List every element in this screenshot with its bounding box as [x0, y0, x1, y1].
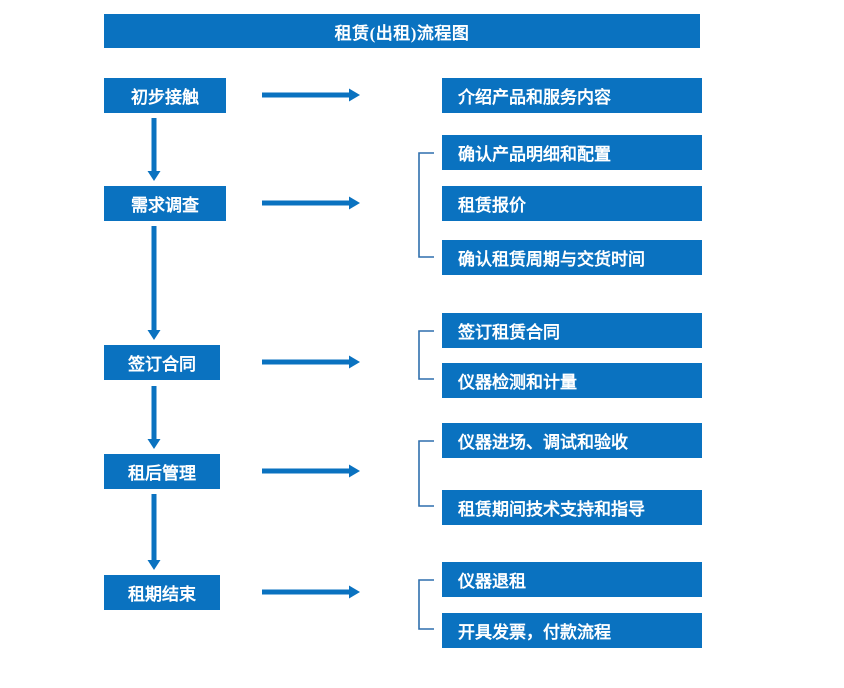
- detail-node-1[interactable]: 介绍产品和服务内容: [442, 78, 702, 113]
- arrow-rent-end: [262, 585, 360, 599]
- stage-node-3[interactable]: 签订合同: [104, 345, 220, 380]
- stage-node-2[interactable]: 需求调查: [104, 186, 226, 221]
- connector-demand-to-contract: [147, 226, 161, 340]
- detail-node-6[interactable]: 仪器检测和计量: [442, 363, 702, 398]
- bracket-demand-group: [418, 152, 435, 258]
- detail-node-7[interactable]: 仪器进场、调试和验收: [442, 423, 702, 458]
- arrow-demand-survey: [262, 196, 360, 210]
- bracket-contract-group: [418, 330, 435, 380]
- bracket-manage-group: [418, 440, 435, 507]
- connector-initial-to-demand: [147, 118, 161, 181]
- stage-node-1[interactable]: 初步接触: [104, 78, 226, 113]
- stage-node-5[interactable]: 租期结束: [104, 575, 220, 610]
- connector-contract-to-manage: [147, 386, 161, 449]
- arrow-post-rent: [262, 464, 360, 478]
- connector-manage-to-end: [147, 494, 161, 570]
- detail-node-4[interactable]: 确认租赁周期与交货时间: [442, 240, 702, 275]
- detail-node-8[interactable]: 租赁期间技术支持和指导: [442, 490, 702, 525]
- page-title: 租赁(出租)流程图: [104, 14, 700, 48]
- arrow-initial-contact: [262, 88, 360, 102]
- detail-node-2[interactable]: 确认产品明细和配置: [442, 135, 702, 170]
- detail-node-5[interactable]: 签订租赁合同: [442, 313, 702, 348]
- detail-node-10[interactable]: 开具发票，付款流程: [442, 613, 702, 648]
- bracket-end-group: [418, 579, 435, 630]
- stage-node-4[interactable]: 租后管理: [104, 454, 220, 489]
- detail-node-9[interactable]: 仪器退租: [442, 562, 702, 597]
- detail-node-3[interactable]: 租赁报价: [442, 186, 702, 221]
- arrow-sign-contract: [262, 355, 360, 369]
